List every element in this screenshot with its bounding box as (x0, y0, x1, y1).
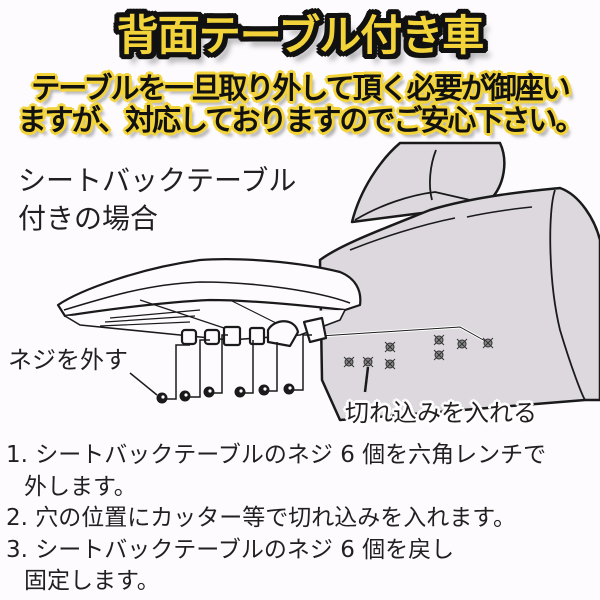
hole-marker-icon (362, 356, 374, 368)
step-1-continued: 外します。 (24, 473, 137, 500)
step-3: 3. シートバックテーブルのネジ 6 個を戻し (6, 536, 455, 563)
instruction-steps: 1. シートバックテーブルのネジ 6 個を六角レンチで 外します。 2. 穴の位… (6, 440, 600, 598)
page-title: 背面テーブル付き車 (116, 11, 484, 60)
hole-marker-icon (384, 341, 396, 353)
screws (129, 334, 312, 400)
caption-line-1: シートバックテーブル (18, 164, 297, 197)
seatback-table (56, 258, 362, 348)
step-1: 1. シートバックテーブルのネジ 6 個を六角レンチで (6, 442, 547, 468)
seat-back (318, 141, 600, 422)
label-remove-screws: ネジを外す (8, 346, 128, 374)
notice-line-1: テーブルを一旦取り外して頂く必要が御座い (31, 71, 570, 105)
hole-marker-icon (482, 337, 494, 349)
hole-markers (343, 334, 494, 370)
hole-marker-icon (433, 334, 445, 346)
notice-banner: テーブルを一旦取り外して頂く必要が御座い ますが、対応しておりますのでご安心下さ… (0, 72, 600, 136)
hole-marker-icon (433, 349, 445, 361)
hole-marker-icon (456, 338, 468, 350)
step-2: 2. 穴の位置にカッター等で切れ込みを入れます。 (6, 505, 516, 531)
label-make-cuts: 切れ込みを入れる (345, 399, 537, 427)
step-3-continued: 固定します。 (24, 568, 160, 594)
illustration-caption: シートバックテーブル 付きの場合 (18, 162, 296, 238)
caption-line-2: 付きの場合 (18, 202, 159, 235)
notice-line-2: ますが、対応しておりますのでご安心下さい。 (17, 103, 585, 137)
hole-marker-icon (384, 358, 396, 370)
hole-marker-icon (343, 356, 355, 368)
